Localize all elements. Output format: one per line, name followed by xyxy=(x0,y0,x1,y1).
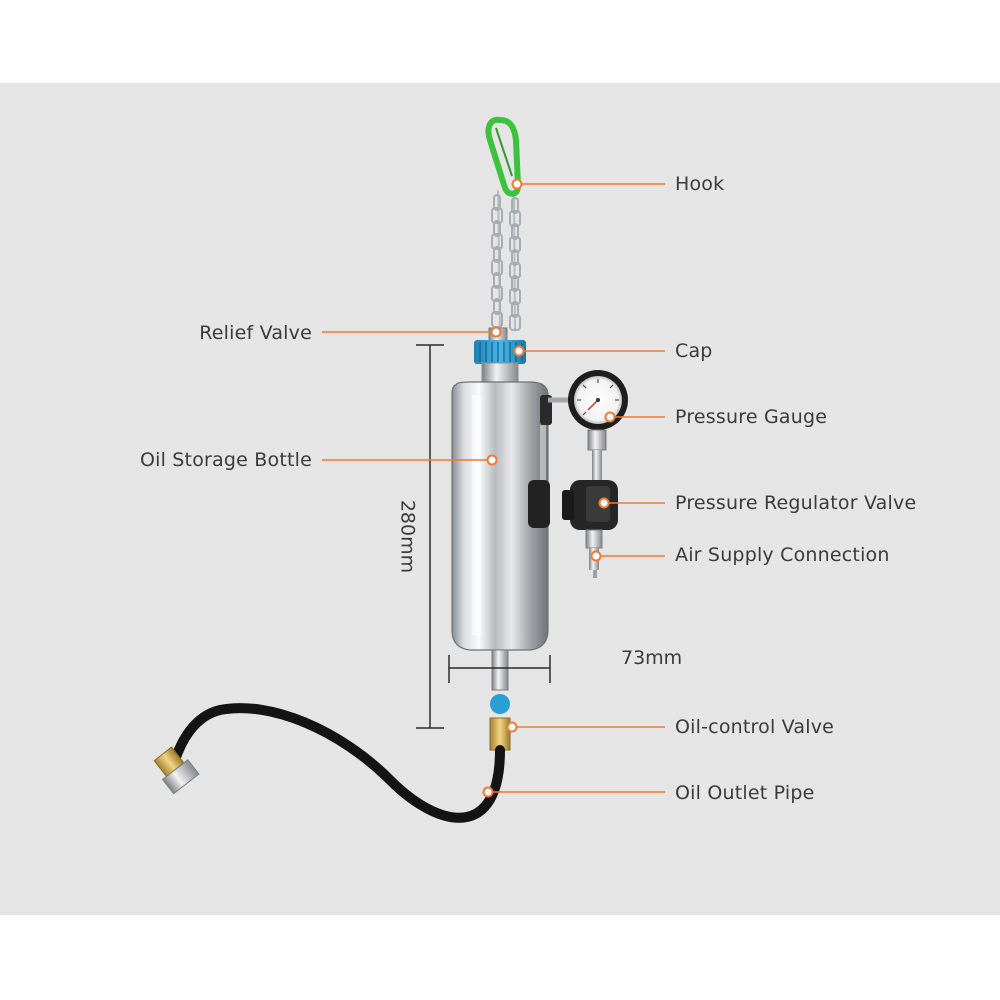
chain-link xyxy=(493,298,501,315)
chain-link xyxy=(511,197,519,214)
oil-storage-bottle xyxy=(451,381,549,651)
label-oil-outlet-pipe: Oil Outlet Pipe xyxy=(675,782,815,804)
pressure-regulator-valve xyxy=(562,480,618,530)
chain-link xyxy=(491,285,503,302)
pressure-gauge xyxy=(568,370,628,430)
side-bracket xyxy=(528,395,552,528)
width-dimension-label: 73mm xyxy=(621,647,683,669)
chain-link xyxy=(509,262,521,279)
chain-links-right xyxy=(509,197,521,331)
label-cap: Cap xyxy=(675,340,713,362)
chain-link xyxy=(511,301,519,318)
height-dimension-line xyxy=(416,344,444,729)
oil-control-valve-body xyxy=(489,649,511,751)
chain-link xyxy=(509,314,521,331)
chain-link xyxy=(491,233,503,250)
chain-link xyxy=(493,246,501,263)
chain-link xyxy=(511,249,519,266)
label-hook: Hook xyxy=(675,173,725,195)
chain-link xyxy=(493,194,501,211)
chain-link xyxy=(493,272,501,289)
height-dimension-label: 280mm xyxy=(396,499,419,574)
leader-lines xyxy=(322,183,665,793)
label-oil-storage-bottle: Oil Storage Bottle xyxy=(139,449,312,471)
chain-link xyxy=(509,288,521,305)
leader-dots xyxy=(482,178,616,798)
chain-link xyxy=(511,275,519,292)
carabiner-hook xyxy=(485,116,521,197)
chain-link xyxy=(491,207,503,224)
hose-end-fitting xyxy=(153,746,200,795)
label-relief-valve: Relief Valve xyxy=(199,322,312,344)
gauge-stem-lower xyxy=(592,450,602,480)
gauge-stem xyxy=(587,429,607,451)
label-pressure-regulator-valve: Pressure Regulator Valve xyxy=(675,492,917,514)
chain-link xyxy=(493,220,501,237)
label-pressure-gauge: Pressure Gauge xyxy=(675,406,828,428)
chain-link xyxy=(509,210,521,227)
oil-outlet-hose xyxy=(167,703,505,823)
chain-links-left xyxy=(491,194,503,328)
chain-link xyxy=(509,236,521,253)
chain-link xyxy=(491,259,503,276)
width-dimension-line xyxy=(448,655,551,683)
label-oil-control-valve: Oil-control Valve xyxy=(675,716,835,738)
chain-link xyxy=(511,223,519,240)
label-air-supply-connection: Air Supply Connection xyxy=(675,544,890,566)
